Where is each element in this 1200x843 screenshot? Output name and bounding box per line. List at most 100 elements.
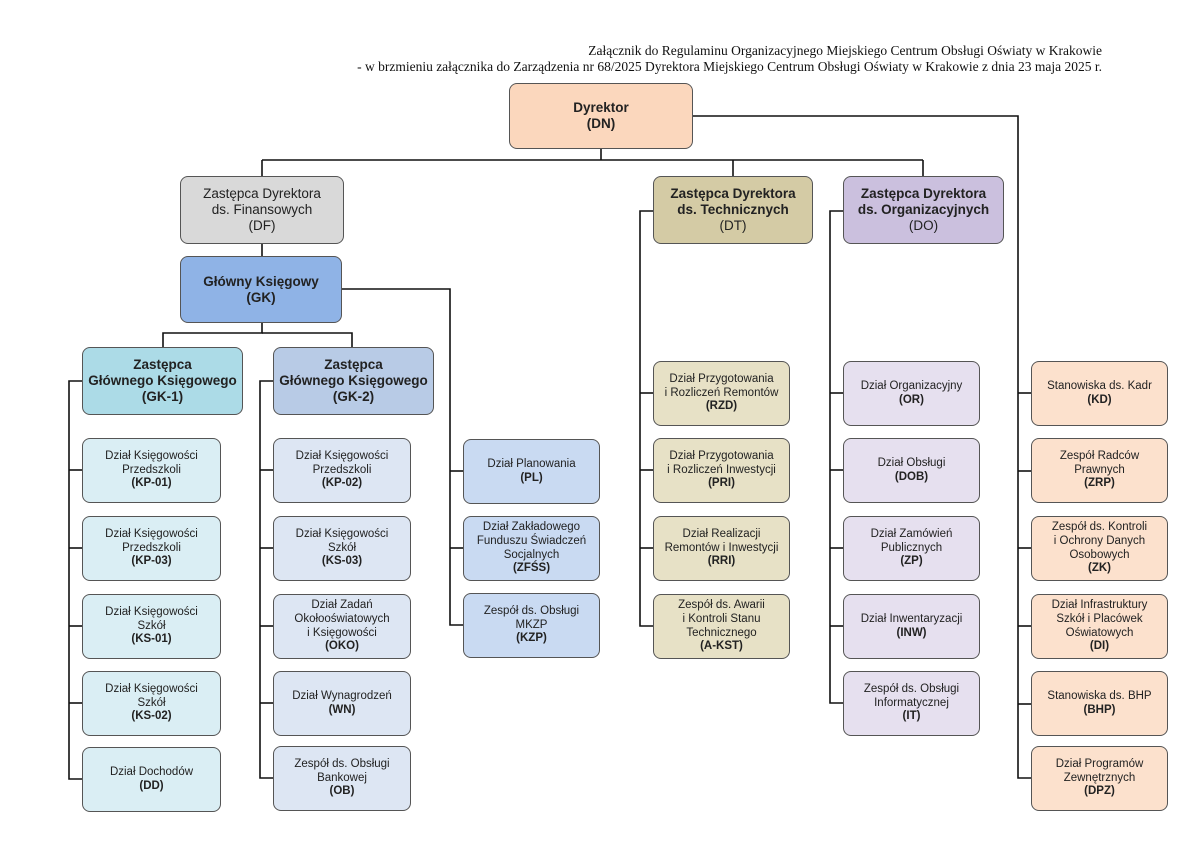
node-title: Zespół ds. Obsługi (863, 683, 960, 696)
node-title: ds. Finansowych (211, 202, 313, 218)
node-kp02: Dział Księgowości Przedszkoli (KP-02) (273, 438, 411, 503)
node-title: Dział Zadań (311, 599, 373, 612)
node-title: Dział Przygotowania (669, 450, 774, 463)
node-title: Dział Wynagrodzeń (292, 689, 392, 702)
node-title: Dział Księgowości (105, 528, 198, 541)
node-kd: Stanowiska ds. Kadr (KD) (1031, 361, 1168, 426)
node-title: ds. Organizacyjnych (857, 202, 990, 218)
node-code: (BHP) (1083, 703, 1116, 716)
node-zastepca-gk2: Zastępca Głównego Księgowego (GK-2) (273, 347, 434, 415)
node-dd: Dział Dochodów (DD) (82, 747, 221, 812)
node-code: (PRI) (708, 477, 735, 490)
node-code: (IT) (902, 710, 921, 723)
node-title: Technicznego (686, 626, 757, 639)
node-code: (DI) (1089, 640, 1110, 653)
node-title: Publicznych (880, 541, 943, 554)
node-zfss: Dział Zakładowego Funduszu Świadczeń Soc… (463, 516, 600, 581)
node-title: Dyrektor (573, 100, 629, 116)
node-title: ds. Technicznych (677, 202, 789, 218)
node-title: Zastępca Dyrektora (860, 186, 987, 202)
node-title: Dział Organizacyjny (860, 379, 963, 392)
node-rri: Dział Realizacji Remontów i Inwestycji (… (653, 516, 790, 581)
node-rzd: Dział Przygotowania i Rozliczeń Remontów… (653, 361, 790, 426)
node-zk: Zespół ds. Kontroli i Ochrony Danych Oso… (1031, 516, 1168, 581)
node-code: (DF) (248, 217, 276, 233)
node-pri: Dział Przygotowania i Rozliczeń Inwestyc… (653, 438, 790, 503)
node-code: (KS-02) (131, 710, 172, 723)
node-title: Dział Księgowości (295, 450, 389, 463)
node-code: (KP-02) (321, 477, 363, 490)
node-title: Zespół ds. Awarii (678, 599, 765, 612)
node-title: Oświatowych (1065, 626, 1134, 639)
node-code: (DO) (908, 217, 939, 233)
node-code: (ZP) (900, 555, 923, 568)
node-code: (GK-1) (141, 388, 184, 404)
node-code: (PL) (520, 471, 543, 484)
node-zastepca-finansowy: Zastępca Dyrektora ds. Finansowych (DF) (180, 176, 344, 244)
node-ks03: Dział Księgowości Szkół (KS-03) (273, 516, 411, 581)
node-title: Dział Programów (1055, 758, 1144, 771)
node-title: Funduszu Świadczeń (476, 534, 587, 547)
node-title: i Ochrony Danych (1053, 534, 1146, 547)
node-title: Zespół ds. Obsługi (483, 605, 580, 618)
node-title: Dział Księgowości (105, 450, 198, 463)
node-title: Przedszkoli (122, 541, 181, 554)
node-kp03: Dział Księgowości Przedszkoli (KP-03) (82, 516, 221, 581)
node-title: Głównego Księgowego (88, 373, 237, 389)
header-line-2: - w brzmieniu załącznika do Zarządzenia … (357, 59, 1102, 74)
node-code: (DT) (719, 217, 747, 233)
node-title: Informatycznej (874, 696, 949, 709)
node-code: (GK) (246, 289, 276, 305)
node-glowny-ksiegowy: Główny Księgowy (GK) (180, 256, 342, 323)
node-title: Zespół ds. Kontroli (1051, 521, 1148, 534)
node-code: (ZFŚS) (512, 562, 551, 575)
node-akst: Zespół ds. Awarii i Kontroli Stanu Techn… (653, 594, 790, 659)
node-zrp: Zespół Radców Prawnych (ZRP) (1031, 438, 1168, 503)
node-title: Przedszkoli (312, 463, 372, 476)
header-line-1: Załącznik do Regulaminu Organizacyjnego … (588, 43, 1102, 58)
node-di: Dział Infrastruktury Szkół i Placówek Oś… (1031, 594, 1168, 659)
node-title: Zespół Radców (1059, 450, 1140, 463)
node-title: i Rozliczeń Remontów (664, 386, 779, 399)
node-title: Zastępca Dyrektora (670, 186, 796, 202)
node-title: Prawnych (1074, 463, 1125, 476)
node-code: (OKO) (325, 640, 359, 653)
node-code: (INW) (896, 626, 927, 639)
node-zastepca-gk1: Zastępca Głównego Księgowego (GK-1) (82, 347, 243, 415)
node-title: Zewnętrznych (1063, 771, 1136, 784)
node-code: (KP-03) (131, 555, 172, 568)
node-title: Dział Planowania (487, 457, 576, 470)
node-code: (GK-2) (332, 388, 375, 404)
node-ks01: Dział Księgowości Szkół (KS-01) (82, 594, 221, 659)
node-title: Dział Inwentaryzacji (860, 612, 963, 625)
node-title: Dział Przygotowania (669, 373, 774, 386)
node-title: Dział Księgowości (105, 606, 198, 619)
node-title: i Rozliczeń Inwestycji (667, 463, 776, 476)
node-title: Szkół (137, 619, 166, 632)
node-zastepca-techniczny: Zastępca Dyrektora ds. Technicznych (DT) (653, 176, 813, 244)
node-code: (KP-01) (131, 477, 172, 490)
node-title: MKZP (515, 618, 548, 631)
node-inw: Dział Inwentaryzacji (INW) (843, 594, 980, 659)
node-code: (WN) (328, 703, 356, 716)
node-title: Dział Realizacji (682, 528, 761, 541)
node-title: Zastępca Dyrektora (203, 186, 321, 202)
node-title: Dział Obsługi (877, 456, 946, 469)
node-code: (ZRP) (1084, 477, 1115, 490)
node-title: Dział Zamówień (870, 528, 953, 541)
node-oko: Dział Zadań Okołooświatowych i Księgowoś… (273, 594, 411, 659)
node-code: (ZK) (1088, 562, 1111, 575)
node-title: Zastępca (133, 357, 192, 373)
node-code: (DOB) (894, 470, 929, 483)
node-code: (DD) (139, 779, 164, 792)
node-zastepca-organizacyjny: Zastępca Dyrektora ds. Organizacyjnych (… (843, 176, 1004, 244)
node-title: Remontów i Inwestycji (664, 541, 779, 554)
node-title: Dział Infrastruktury (1051, 599, 1148, 612)
node-title: Socjalnych (503, 548, 560, 561)
node-pl: Dział Planowania (PL) (463, 439, 600, 504)
node-code: (RRI) (707, 555, 736, 568)
node-code: (KZP) (516, 632, 547, 645)
node-code: (RZD) (705, 400, 738, 413)
node-zp: Dział Zamówień Publicznych (ZP) (843, 516, 980, 581)
